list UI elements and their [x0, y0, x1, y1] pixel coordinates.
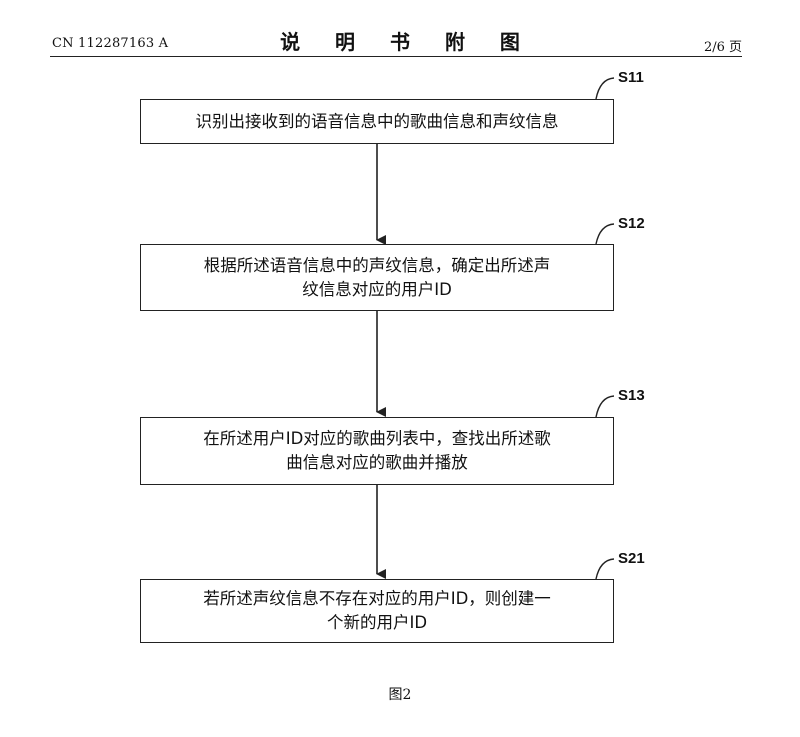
- step-box-s21: 若所述声纹信息不存在对应的用户ID，则创建一个新的用户ID: [140, 579, 614, 643]
- step-text-s12: 根据所述语音信息中的声纹信息，确定出所述声纹信息对应的用户ID: [203, 255, 551, 299]
- publication-number: CN 112287163 A: [52, 36, 169, 51]
- figure-caption: 图2: [388, 687, 412, 703]
- step-box-s12: 根据所述语音信息中的声纹信息，确定出所述声纹信息对应的用户ID: [140, 244, 614, 311]
- step-label-s12: S12: [618, 215, 645, 232]
- step-label-s13: S13: [618, 387, 645, 404]
- step-text-s13: 在所述用户ID对应的歌曲列表中，查找出所述歌曲信息对应的歌曲并播放: [203, 429, 551, 472]
- step-label-s11: S11: [618, 69, 644, 86]
- page-number: 2/6 页: [703, 40, 742, 55]
- header-divider: [50, 56, 742, 57]
- step-box-s13: 在所述用户ID对应的歌曲列表中，查找出所述歌曲信息对应的歌曲并播放: [140, 417, 614, 485]
- label-leader-s11: [595, 77, 615, 100]
- label-leader-s13: [595, 395, 615, 418]
- page-title: 说 明 书 附 图: [280, 30, 534, 54]
- label-leader-s12: [595, 223, 615, 245]
- step-text-s21: 若所述声纹信息不存在对应的用户ID，则创建一个新的用户ID: [203, 589, 551, 632]
- step-text-s11: 识别出接收到的语音信息中的歌曲信息和声纹信息: [195, 111, 559, 131]
- step-box-s11: 识别出接收到的语音信息中的歌曲信息和声纹信息: [140, 99, 614, 144]
- label-leader-s21: [595, 558, 615, 580]
- step-label-s21: S21: [618, 550, 645, 567]
